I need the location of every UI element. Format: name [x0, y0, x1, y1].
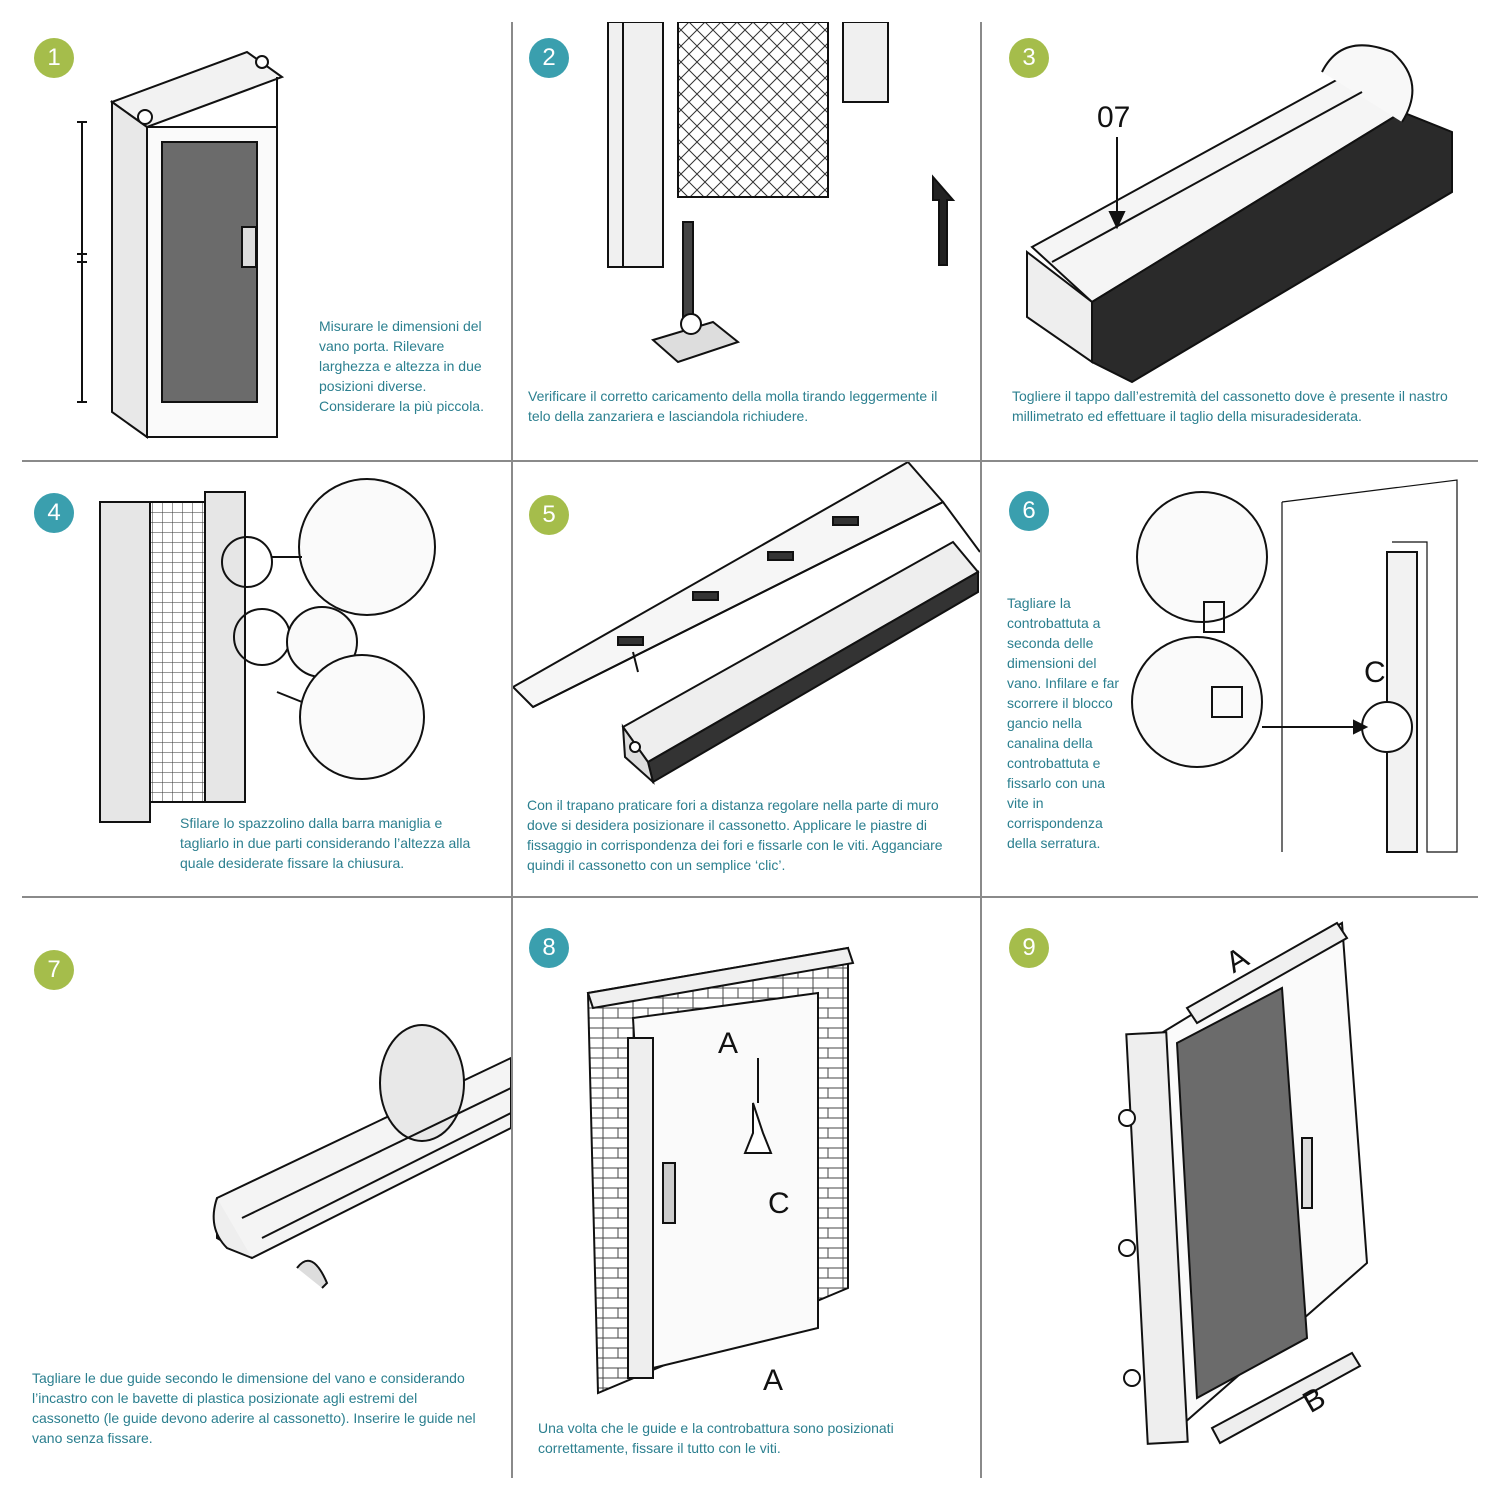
divider-horizontal-bottom	[22, 896, 1478, 898]
step-8-label-a-top: A	[718, 1027, 738, 1060]
step-5-caption: Con il trapano praticare fori a distanza…	[527, 797, 943, 873]
step-4-caption: Sfilare lo spazzolino dalla barra manigl…	[180, 815, 471, 871]
step-4-badge: 4	[34, 493, 74, 533]
step-8-caption: Una volta che le guide e la controbattur…	[538, 1420, 894, 1456]
striker-hook-illustration: C	[1131, 479, 1458, 853]
step-7-caption: Tagliare le due guide secondo le dimensi…	[32, 1370, 476, 1446]
door-frame-measure-illustration	[77, 50, 285, 439]
step-2-badge: 2	[529, 38, 569, 78]
step-6-panel: C 6 Tagliare la controbattuta a seconda …	[982, 462, 1478, 896]
step-9-badge: 9	[1009, 928, 1049, 968]
assembly-exploded-illustration: A B	[1118, 921, 1369, 1445]
step-8-panel: A C A 8 Una volta che le guide e la cont…	[513, 898, 980, 1478]
step-9-panel: A B 9	[982, 898, 1478, 1478]
step-6-label: C	[1364, 656, 1386, 689]
fix-with-screws-illustration: A C A	[586, 946, 855, 1397]
step-8-label-c: C	[768, 1187, 790, 1220]
step-1-badge: 1	[34, 38, 74, 78]
step-7-panel: 7 Tagliare le due guide secondo le dimen…	[22, 898, 511, 1478]
step-6-caption: Tagliare la controbattuta a seconda dell…	[1007, 595, 1120, 851]
step-6-badge: 6	[1009, 491, 1049, 531]
divider-horizontal-top	[22, 460, 1478, 462]
step-2-caption: Verificare il corretto caricamento della…	[528, 388, 938, 424]
guide-rail-illustration	[212, 1024, 511, 1289]
step-3-panel: 07 3 Togliere il tappo dall’estremità de…	[982, 22, 1478, 460]
step-5-panel: 5 Con il trapano praticare fori a distan…	[513, 462, 980, 896]
mount-cassette-illustration	[513, 462, 980, 785]
divider-vertical-left	[511, 22, 513, 1478]
step-8-badge: 8	[529, 928, 569, 968]
step-7-badge: 7	[34, 950, 74, 990]
step-1-caption: Misurare le dimensioni del vano porta. R…	[319, 318, 484, 414]
step-3-caption: Togliere il tappo dall’estremità del cas…	[1012, 388, 1448, 424]
step-3-badge: 3	[1009, 38, 1049, 78]
pull-screen-illustration	[607, 22, 956, 364]
step-5-badge: 5	[529, 495, 569, 535]
step-1-panel: 1 Misurare le dimensioni del vano porta.…	[22, 22, 511, 460]
step-4-panel: 4 Sfilare lo spazzolino dalla barra mani…	[22, 462, 511, 896]
cassette-cap-illustration: 07	[1026, 44, 1453, 384]
brush-handle-illustration	[99, 478, 436, 823]
step-8-label-a-bottom: A	[763, 1364, 783, 1397]
step-2-panel: 2 Verificare il corretto caricamento del…	[513, 22, 980, 460]
step-3-label: 07	[1097, 101, 1130, 134]
divider-vertical-right	[980, 22, 982, 1478]
